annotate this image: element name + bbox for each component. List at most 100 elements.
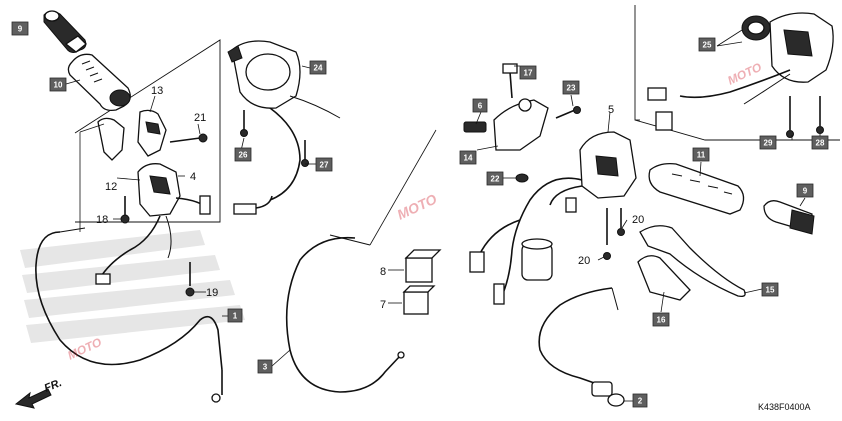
label-19: 19 [206, 287, 218, 299]
screw-26[interactable] [240, 110, 248, 137]
tag-11[interactable]: 11 [692, 147, 710, 162]
screw-23[interactable] [555, 106, 581, 119]
tag-24[interactable]: 24 [309, 60, 327, 75]
tag-6[interactable]: 6 [472, 98, 488, 113]
start-switch-wire-2 [165, 215, 172, 259]
watermark-right: MOTO [725, 60, 764, 88]
svg-text:28: 28 [816, 139, 825, 148]
tag-28[interactable]: 28 [811, 135, 829, 150]
center-connector-2[interactable] [493, 283, 505, 305]
svg-text:9: 9 [803, 187, 808, 196]
leader-lines [65, 29, 821, 402]
right-inset-switch[interactable] [769, 12, 834, 83]
start-switch-wire [99, 215, 161, 279]
tag-10[interactable]: 10 [49, 77, 67, 92]
screw-19[interactable] [185, 262, 195, 297]
screw-28[interactable] [816, 96, 824, 134]
right-grip[interactable] [648, 162, 745, 215]
tag-27[interactable]: 27 [315, 157, 333, 172]
label-5: 5 [608, 104, 614, 116]
svg-text:3: 3 [263, 363, 268, 372]
svg-text:14: 14 [464, 154, 473, 163]
screw-27[interactable] [301, 140, 309, 167]
clutch-lever[interactable] [639, 225, 746, 298]
tag-25[interactable]: 25 [698, 37, 716, 52]
front-direction-arrow: FR. [14, 377, 64, 409]
cable-end-3 [397, 351, 405, 359]
watermark-center: MOTO [395, 191, 440, 223]
left-switch-harness [269, 107, 301, 201]
lever-bracket-14[interactable] [493, 98, 549, 151]
screw-20-b[interactable] [617, 208, 625, 236]
label-20-lower: 20 [578, 255, 590, 267]
right-switch-connector[interactable] [565, 197, 577, 213]
left-switch-connector-wire [255, 195, 273, 209]
label-13: 13 [151, 85, 163, 97]
tag-29[interactable]: 29 [759, 135, 777, 150]
cable-top-2 [611, 287, 619, 311]
right-handlebar-switch[interactable] [579, 131, 637, 199]
inset-frame-left-switch [74, 39, 221, 223]
right-inset-connector-b[interactable] [655, 111, 673, 131]
leader-cable-3 [369, 129, 437, 246]
right-inset-connector-a[interactable] [647, 87, 667, 101]
choke-cable-2[interactable] [538, 287, 613, 386]
tag-1[interactable]: 1 [227, 308, 243, 323]
tag-22[interactable]: 22 [486, 171, 504, 186]
tag-9-left[interactable]: 9 [11, 21, 29, 36]
throttle-cable-1[interactable] [35, 231, 223, 371]
cable-top-3 [329, 234, 371, 246]
center-connector[interactable] [469, 251, 485, 273]
relay-7[interactable] [402, 285, 436, 315]
svg-text:16: 16 [657, 316, 666, 325]
tag-23[interactable]: 23 [562, 80, 580, 95]
label-4: 4 [190, 171, 196, 183]
screw-18[interactable] [120, 196, 130, 224]
svg-text:11: 11 [697, 151, 706, 160]
svg-text:26: 26 [239, 151, 248, 160]
right-switch-harness [499, 177, 583, 301]
rubber-seal[interactable] [741, 15, 771, 41]
choke-knob[interactable] [591, 381, 625, 407]
label-8: 8 [380, 266, 386, 278]
svg-text:23: 23 [567, 84, 576, 93]
washer-22[interactable] [515, 173, 529, 183]
tag-16[interactable]: 16 [652, 312, 670, 327]
cable-end-1 [211, 393, 221, 403]
label-12: 12 [105, 181, 117, 193]
svg-text:6: 6 [478, 102, 483, 111]
throttle-housing[interactable] [97, 109, 167, 161]
label-18: 18 [96, 214, 108, 226]
svg-text:22: 22 [491, 175, 500, 184]
svg-text:10: 10 [54, 81, 63, 90]
start-switch[interactable] [137, 163, 211, 217]
left-switch-connector[interactable] [233, 203, 257, 215]
right-inset-leads [743, 73, 791, 105]
svg-text:27: 27 [320, 161, 329, 170]
screw-29[interactable] [786, 96, 794, 138]
clutch-switch-6[interactable] [463, 121, 487, 133]
left-grip[interactable] [67, 53, 131, 112]
label-7: 7 [380, 299, 386, 311]
throttle-cable-3[interactable] [285, 236, 401, 393]
throttle-pipe[interactable] [43, 10, 87, 53]
tag-14[interactable]: 14 [459, 150, 477, 165]
tag-2[interactable]: 2 [632, 393, 648, 408]
tag-3[interactable]: 3 [257, 359, 273, 374]
label-21: 21 [194, 112, 206, 124]
left-handlebar-switch[interactable] [227, 40, 301, 109]
front-label: FR. [43, 377, 64, 395]
lever-cover[interactable] [637, 255, 691, 301]
tag-26[interactable]: 26 [234, 147, 252, 162]
screw-21[interactable] [169, 133, 208, 143]
screw-20-a[interactable] [603, 208, 611, 260]
wire-connector[interactable] [95, 273, 111, 285]
tag-17[interactable]: 17 [519, 65, 537, 80]
tag-15[interactable]: 15 [761, 282, 779, 297]
ignition-coil-unit[interactable] [521, 238, 553, 281]
relay-8[interactable] [404, 249, 442, 283]
bolt-17[interactable] [502, 63, 518, 99]
bar-end-weight[interactable] [763, 200, 815, 235]
tag-9-right[interactable]: 9 [796, 183, 814, 198]
left-switch-leads [289, 95, 341, 119]
